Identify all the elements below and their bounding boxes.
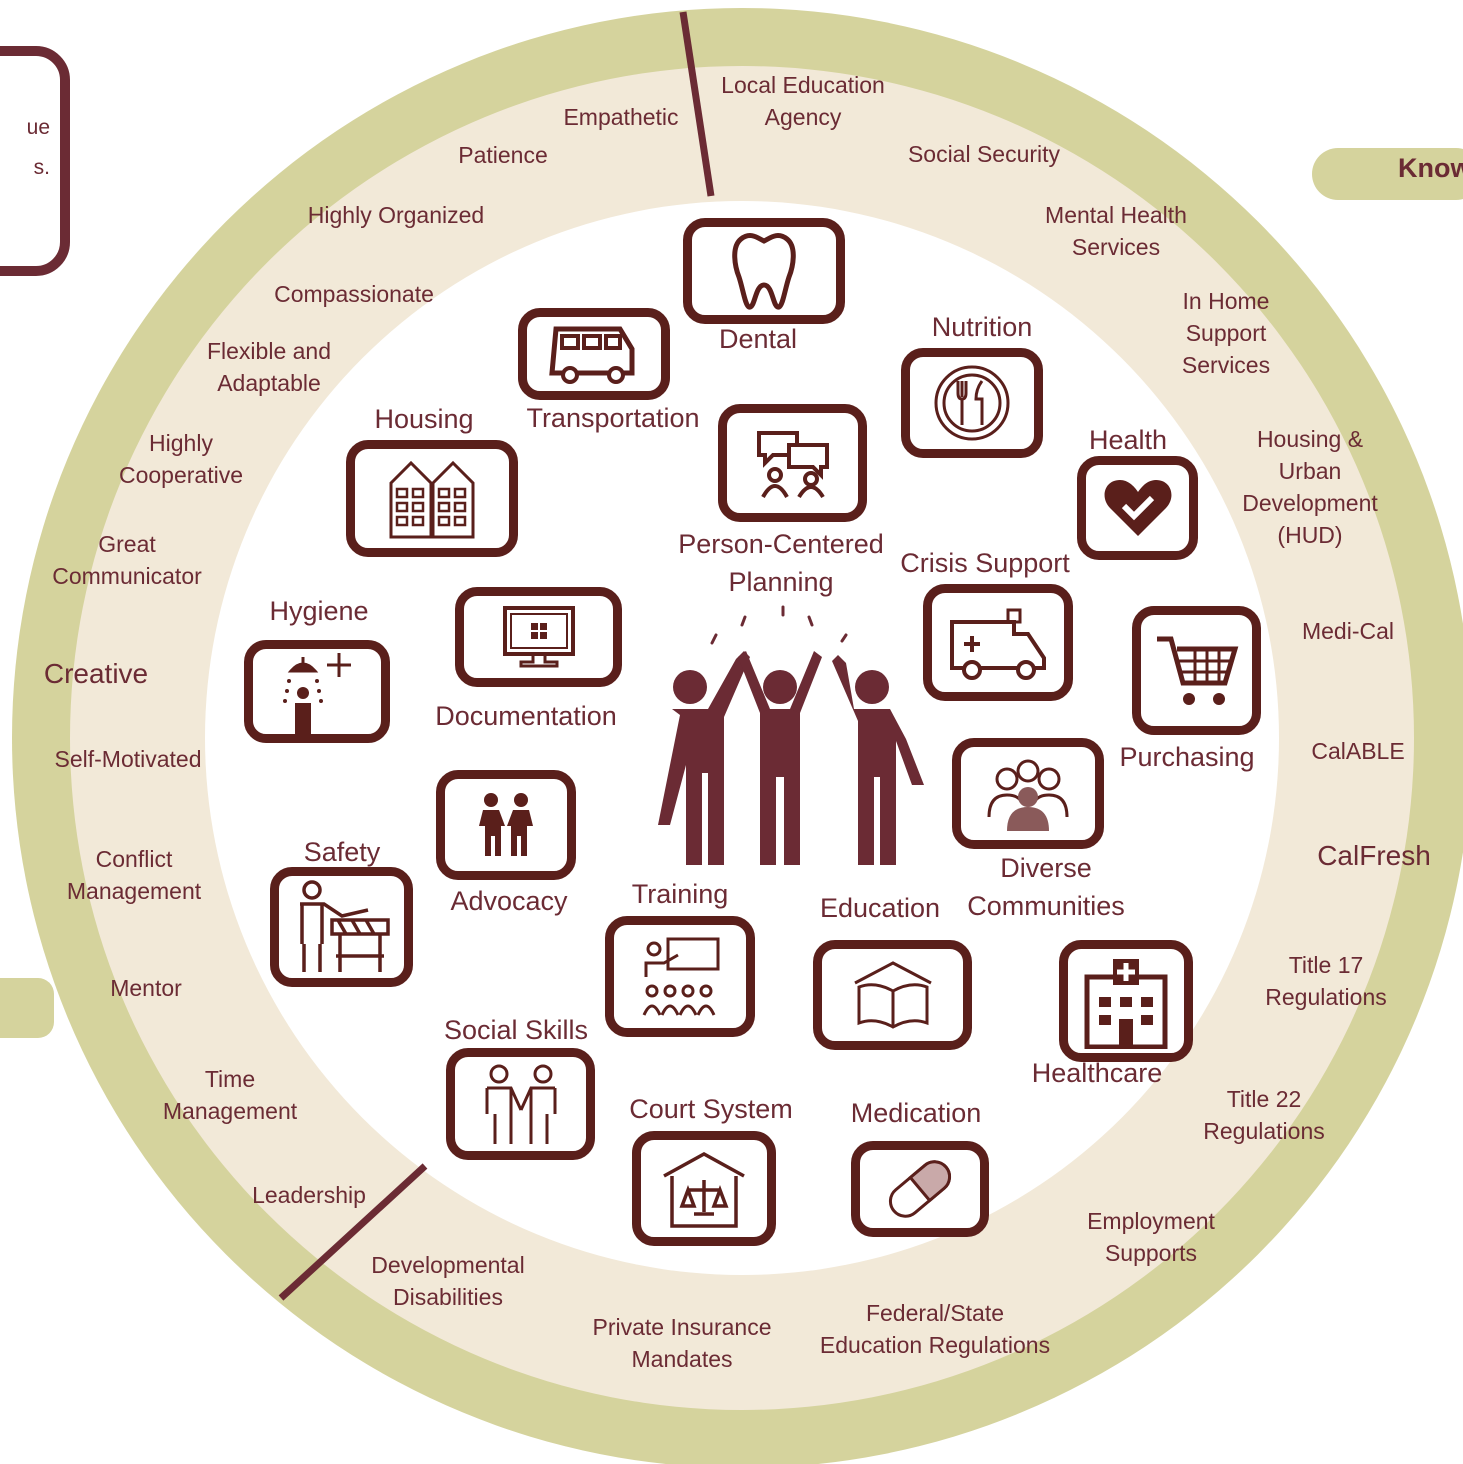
node-label-health: Health xyxy=(1088,425,1168,455)
ring-label-communicator: Great Communicator xyxy=(52,531,202,589)
ring-label-cooperative: Highly Cooperative xyxy=(118,430,244,488)
open-book-icon xyxy=(853,961,932,1029)
ring-label-mental-health: Mental Health Services xyxy=(1045,202,1187,260)
right-tab-text: Know xyxy=(1398,153,1463,183)
node-label-nutrition: Nutrition xyxy=(931,312,1033,342)
ring-label-empathetic: Empathetic xyxy=(563,104,679,130)
health-box xyxy=(1077,456,1198,560)
ring-label-conflict: Conflict Management xyxy=(66,846,202,904)
purchasing-box xyxy=(1132,606,1261,735)
node-label-pcp: Person-Centered Planning xyxy=(678,529,884,597)
ring-label-title17: Title 17 Regulations xyxy=(1265,952,1387,1010)
node-label-training: Training xyxy=(631,879,729,909)
bus-icon xyxy=(549,326,635,384)
ring-label-lea: Local Education Agency xyxy=(721,72,885,130)
diverse-group-icon xyxy=(987,759,1069,831)
shopping-cart-icon xyxy=(1156,636,1238,705)
education-box xyxy=(813,940,972,1050)
divider-top xyxy=(679,11,715,197)
barrier-worker-icon xyxy=(299,880,390,972)
shower-icon xyxy=(283,652,351,735)
dental-box xyxy=(683,218,845,324)
meeting-chat-icon xyxy=(756,431,829,499)
left-card xyxy=(0,46,70,276)
social-skills-box xyxy=(446,1048,595,1160)
node-label-healthcare: Healthcare xyxy=(1031,1058,1163,1088)
pcp-box xyxy=(718,404,867,522)
people-celebrating-icon xyxy=(658,605,924,865)
medication-box xyxy=(851,1141,989,1237)
ring-label-leadership: Leadership xyxy=(252,1182,366,1208)
ambulance-icon xyxy=(950,608,1046,680)
left-card-text: ue s. xyxy=(26,116,50,179)
housing-box xyxy=(346,440,518,557)
handshake-icon xyxy=(485,1064,556,1144)
heart-check-icon xyxy=(1104,480,1171,536)
node-label-documentation: Documentation xyxy=(435,701,617,731)
ring-label-patience: Patience xyxy=(458,142,548,168)
ring-label-highly-organized: Highly Organized xyxy=(307,202,485,228)
transportation-box xyxy=(518,308,670,400)
node-label-dental: Dental xyxy=(718,324,798,354)
ring-label-time: Time Management xyxy=(162,1066,298,1124)
node-label-transportation: Transportation xyxy=(526,403,700,433)
right-tab xyxy=(1312,148,1463,200)
ring-label-calfresh: CalFresh xyxy=(1317,840,1431,871)
ring-label-title22: Title 22 Regulations xyxy=(1203,1086,1325,1144)
tooth-icon xyxy=(732,233,796,310)
node-label-diverse: Diverse Communities xyxy=(967,853,1125,921)
ring-label-dd: Developmental Disabilities xyxy=(371,1252,525,1310)
documentation-box xyxy=(455,587,622,687)
ring-label-federal-state: Federal/State Education Regulations xyxy=(819,1300,1051,1358)
computer-monitor-icon xyxy=(502,606,575,668)
node-label-social-skills: Social Skills xyxy=(443,1015,589,1045)
ring-label-calable: CalABLE xyxy=(1311,738,1405,764)
ring-label-hud: Housing & Urban Development (HUD) xyxy=(1242,426,1378,548)
node-label-housing: Housing xyxy=(374,404,474,434)
safety-box xyxy=(270,867,413,987)
ring-label-flexible: Flexible and Adaptable xyxy=(206,338,332,396)
pill-capsule-icon xyxy=(888,1160,952,1218)
two-people-icon xyxy=(479,793,533,856)
classroom-icon xyxy=(642,937,720,1016)
node-label-court: Court System xyxy=(629,1094,793,1124)
ring-label-ihss: In Home Support Services xyxy=(1181,288,1271,378)
buildings-icon xyxy=(389,460,475,538)
hygiene-box xyxy=(244,640,390,743)
node-label-safety: Safety xyxy=(303,837,381,867)
ring-label-self-motivated: Self-Motivated xyxy=(54,746,202,772)
diverse-box xyxy=(952,738,1104,849)
left-tab xyxy=(0,978,54,1038)
node-label-hygiene: Hygiene xyxy=(269,596,369,626)
healthcare-box xyxy=(1059,940,1193,1062)
node-label-purchasing: Purchasing xyxy=(1119,742,1255,772)
ring-label-private-insurance: Private Insurance Mandates xyxy=(592,1314,772,1372)
node-label-medication: Medication xyxy=(850,1098,982,1128)
hospital-icon xyxy=(1084,959,1168,1049)
court-box xyxy=(632,1131,776,1246)
divider-bottom xyxy=(278,1163,428,1301)
ring-label-medi-cal: Medi-Cal xyxy=(1301,618,1395,644)
ring-label-employment: Employment Supports xyxy=(1087,1208,1215,1266)
node-label-education: Education xyxy=(819,893,941,923)
nutrition-box xyxy=(901,348,1043,458)
fork-knife-plate-icon xyxy=(934,365,1010,441)
ring-label-creative: Creative xyxy=(43,658,149,689)
crisis-box xyxy=(923,584,1073,701)
courthouse-scales-icon xyxy=(663,1151,745,1228)
ring-label-social-security: Social Security xyxy=(907,141,1061,167)
node-label-crisis: Crisis Support xyxy=(900,548,1070,578)
training-box xyxy=(605,916,755,1037)
advocacy-box xyxy=(436,770,576,880)
ring-label-compassionate: Compassionate xyxy=(274,281,434,307)
ring-label-mentor: Mentor xyxy=(110,975,182,1001)
node-label-advocacy: Advocacy xyxy=(450,886,568,916)
